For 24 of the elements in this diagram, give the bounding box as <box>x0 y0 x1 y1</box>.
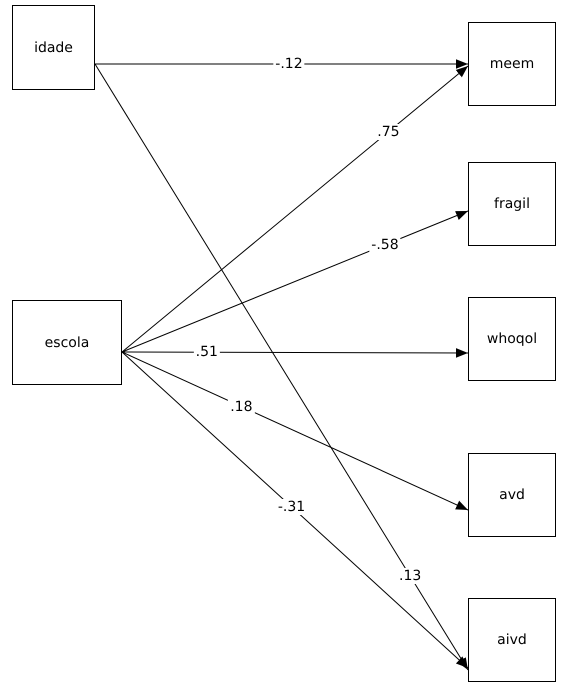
variable-box <box>468 453 556 537</box>
variable-box <box>468 598 556 682</box>
variable-name: avd <box>499 487 525 503</box>
variable-name: aivd <box>497 632 527 648</box>
variable-name: whoqol <box>486 331 538 347</box>
arrow <box>122 210 468 352</box>
arrow <box>122 352 468 510</box>
variable-name: idade <box>34 40 73 56</box>
edge-label: .18 <box>228 398 254 414</box>
variable-box <box>468 162 556 246</box>
variable-name: escola <box>44 334 90 350</box>
variable-box <box>468 22 556 106</box>
variable-box <box>12 300 122 385</box>
arrow <box>122 348 468 358</box>
variable-name: meem <box>490 56 534 72</box>
variable-box <box>468 297 556 381</box>
arrow <box>122 66 468 352</box>
edge-label: .75 <box>375 124 402 140</box>
arrow <box>94 59 468 69</box>
variable-box <box>12 5 95 90</box>
arrow <box>94 64 468 670</box>
variable-name: fragil <box>494 196 530 212</box>
edge-label: -.58 <box>369 236 401 253</box>
arrow <box>122 352 468 668</box>
